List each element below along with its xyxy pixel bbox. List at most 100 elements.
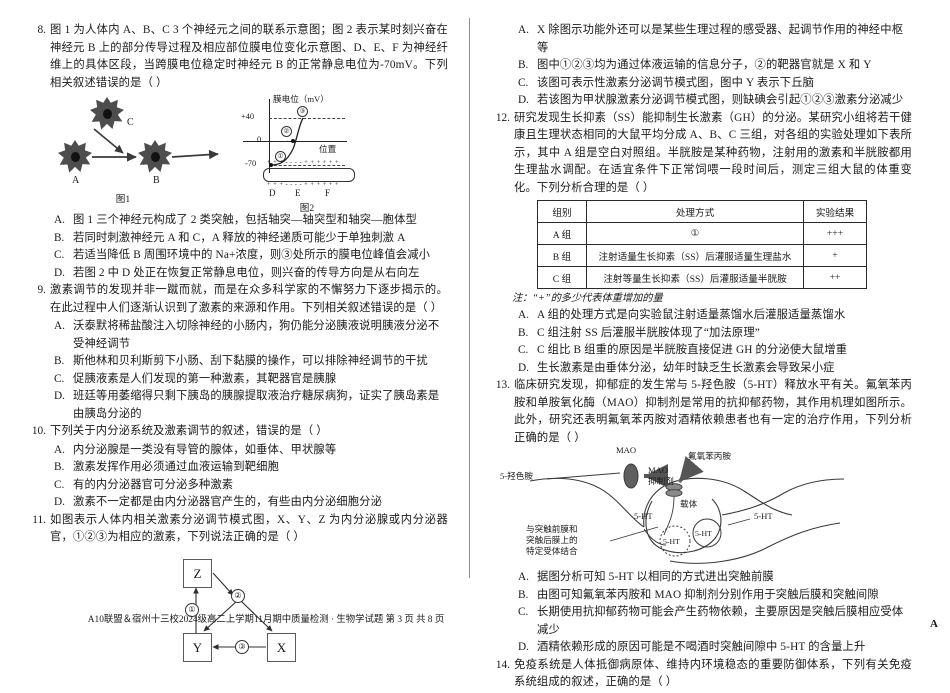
- table-row: C 组 注射等量生长抑素（SS）后灌服适量半胱胺 ++: [537, 266, 867, 289]
- question-12-option-a: A. A 组的处理方式是向实验鼠注射适量蒸馏水后灌服适量蒸馏水: [518, 307, 912, 325]
- question-9-number: 9.: [37, 284, 46, 296]
- option-key: B.: [54, 231, 65, 244]
- option-key: B.: [518, 59, 529, 71]
- neuron-a-label: A: [72, 175, 80, 186]
- option-key: B.: [54, 355, 65, 367]
- figure-2-segment-e: E: [295, 188, 301, 198]
- option-key: C.: [518, 76, 529, 89]
- option-text: C 组比 B 组重的原因是半胱胺直接促进 GH 的分泌使大鼠增重: [537, 344, 848, 356]
- question-10-number: 10.: [31, 425, 46, 437]
- option-key: D.: [54, 390, 65, 402]
- question-12-option-b: B. C 组注射 SS 后灌服半胱胺体现了“加法原理”: [518, 325, 912, 343]
- question-12-option-c: C. C 组比 B 组重的原因是半胱胺直接促进 GH 的分泌使大鼠增重: [518, 342, 912, 360]
- table-note: 注：“+”的多少代表体重增加的量: [512, 293, 663, 304]
- option-text: 有的内分泌器官可分泌多种激素: [73, 478, 234, 491]
- question-13-number: 13.: [495, 379, 510, 391]
- right-column: A. X 除图示功能外还可以是某些生理过程的感受器、起调节作用的神经中枢等 B.…: [492, 22, 912, 693]
- question-12: 12. 研究发现生长抑素（SS）能抑制生长激素（GH）的分泌。某研究小组将若干健…: [492, 110, 912, 198]
- question-11-option-d: D. 若该图为甲状腺激素分泌调节模式图，则缺碘会引起①②③激素分泌减少: [518, 92, 912, 110]
- exam-page: 8. 图 1 为人体内 A、B、C 3 个神经元之间的联系示意图；图 2 表示某…: [28, 18, 938, 688]
- synapse-diagram-svg: [529, 456, 845, 564]
- figure-2-gridline-plus40: [269, 118, 345, 119]
- question-9-option-c: C. 促胰液素是人们发现的第一种激素，其靶器官是胰腺: [54, 371, 448, 389]
- question-11-option-a: A. X 除图示功能外还可以是某些生理过程的感受器、起调节作用的神经中枢等: [518, 22, 912, 57]
- figure-2-point-2: [291, 139, 295, 143]
- edge-label-3: ③: [235, 639, 249, 654]
- node-y: Y: [183, 632, 212, 662]
- vesicle-label-right: 5-HT: [695, 529, 712, 538]
- neuron-c-label: C: [127, 117, 134, 128]
- table-cell-group: B 组: [537, 244, 587, 267]
- table-cell-result: ++: [803, 266, 867, 289]
- figure-2-marker-2: ②: [281, 126, 292, 137]
- receptor-binding-note: 与突触前膜和突触后膜上的特定受体结合: [526, 524, 578, 556]
- question-14-stem: 免疫系统是人体抵御病原体、维持内环境稳态的重要防御体系，下列有关免疫系统组成的叙…: [514, 658, 912, 689]
- option-key: C.: [54, 249, 65, 261]
- question-14-number: 14.: [495, 658, 510, 671]
- question-10: 10. 下列关于内分泌系统及激素调节的叙述，错误的是（ ）: [28, 423, 448, 441]
- question-9: 9. 激素调节的发现并非一蹴而就，而是在众多科学家的不懈努力下逐步揭示的。在此过…: [28, 282, 448, 317]
- figure-2: 膜电位（mV） 位置 +40 0 -70 ① ② ③ + + + - - - -…: [233, 94, 383, 214]
- option-key: A.: [54, 443, 65, 456]
- question-10-stem: 下列关于内分泌系统及激素调节的叙述，错误的是（ ）: [50, 425, 328, 437]
- figure-2-segment-d: D: [269, 188, 276, 198]
- mao-label: MAO: [616, 445, 637, 455]
- edge-label-2: ②: [231, 588, 245, 603]
- question-13: 13. 临床研究发现，抑郁症的发生常与 5-羟色胺（5-HT）释放水平有关。氟氧…: [492, 377, 912, 447]
- edge-label-1: ①: [185, 602, 199, 617]
- figure-2-point-1: [269, 163, 273, 167]
- question-14: 14. 免疫系统是人体抵御病原体、维持内环境稳态的重要防御体系，下列有关免疫系统…: [492, 657, 912, 692]
- carrier-label: 载体: [680, 499, 698, 509]
- figure-2-marker-1: ①: [275, 151, 286, 162]
- option-key: A.: [518, 309, 529, 321]
- option-key: A.: [54, 214, 65, 226]
- question-13-stem: 临床研究发现，抑郁症的发生常与 5-羟色胺（5-HT）释放水平有关。氟氧苯丙胺和…: [514, 379, 912, 444]
- figure-2-segment-f: F: [325, 188, 331, 198]
- question-8-stem: 图 1 为人体内 A、B、C 3 个神经元之间的联系示意图；图 2 表示某时刻兴…: [50, 24, 448, 89]
- option-key: A.: [54, 320, 65, 332]
- table-cell-treatment: ①: [586, 222, 804, 245]
- figure-2-charges-upper: + + + - - - - + + + + + +: [267, 159, 340, 166]
- question-8-option-b: B. 若同时刺激神经元 A 和 C，A 释放的神经递质可能少于单独刺激 A: [54, 230, 448, 248]
- vesicle-label-left: 5-HT: [663, 537, 680, 546]
- question-11-stem: 如图表示人体内相关激素分泌调节模式图，X、Y、Z 为内分泌腺或内分泌器官，①②③…: [50, 513, 448, 544]
- option-text: 若适当降低 B 周围环境中的 Na+浓度，则③处所示的膜电位峰值会减小: [73, 249, 431, 261]
- drug-label: 氟氧苯丙胺: [688, 451, 731, 461]
- question-11-option-c: C. 该图可表示性激素分泌调节模式图，图中 Y 表示下丘脑: [518, 75, 912, 93]
- option-key: B.: [518, 588, 529, 601]
- option-text: 据图分析可知 5-HT 以相同的方式进出突触前膜: [537, 571, 774, 583]
- table-cell-group: C 组: [537, 266, 587, 289]
- carrier-protein-icon: [665, 489, 683, 497]
- question-13-option-b: B. 由图可知氟氧苯丙胺和 MAO 抑制剂分别作用于突触后膜和突触间隙: [518, 587, 912, 605]
- column-divider: [469, 18, 470, 578]
- option-text: 若图 2 中 D 处正在恢复正常静息电位，则兴奋的传导方向是从右向左: [73, 266, 420, 279]
- option-text: 生长激素是由垂体分泌，幼年时缺乏生长激素会导致呆小症: [537, 361, 835, 374]
- mao-enzyme-icon: [623, 463, 639, 489]
- table-header-group: 组别: [537, 200, 587, 223]
- option-key: C.: [54, 372, 65, 385]
- table-header-row: 组别 处理方式 实验结果: [537, 200, 867, 223]
- option-text: 长期使用抗抑郁药物可能会产生药物依赖，主要原因是突触后膜相应受体减少: [537, 606, 904, 636]
- question-13-option-c: C. 长期使用抗抑郁药物可能会产生药物依赖，主要原因是突触后膜相应受体减少: [518, 604, 912, 639]
- question-9-option-d: D. 班廷等用萎缩得只剩下胰岛的胰腺提取液治疗糖尿病狗，证实了胰岛素是由胰岛分泌…: [54, 388, 448, 423]
- table-cell-treatment: 注射适量生长抑素（SS）后灌服适量生理盐水: [586, 244, 804, 267]
- option-text: 由图可知氟氧苯丙胺和 MAO 抑制剂分别作用于突触后膜和突触间隙: [537, 588, 879, 601]
- option-key: D.: [518, 94, 529, 106]
- node-z: Z: [183, 558, 212, 588]
- figure-2-curve: [270, 117, 304, 166]
- figure-2-y-axis: [269, 99, 270, 173]
- footer-left: A10联盟＆宿州十三校2024级高二上学期11月期中质量检测 · 生物学试题 第…: [87, 614, 445, 625]
- question-8: 8. 图 1 为人体内 A、B、C 3 个神经元之间的联系示意图；图 2 表示某…: [28, 22, 448, 92]
- option-text: 内分泌腺是一类没有导管的腺体，如垂体、甲状腺等: [73, 443, 337, 456]
- serotonin-label: 5-羟色胺: [500, 471, 533, 481]
- option-key: D.: [518, 361, 529, 374]
- option-key: A.: [518, 571, 529, 583]
- question-8-option-a: A. 图 1 三个神经元构成了 2 类突触，包括轴突—轴突型和轴突—胞体型: [54, 212, 448, 230]
- question-11-number: 11.: [32, 513, 46, 526]
- question-9-stem: 激素调节的发现并非一蹴而就，而是在众多科学家的不懈努力下逐步揭示的。在此过程中人…: [50, 284, 448, 314]
- option-key: C.: [518, 344, 529, 356]
- option-key: D.: [518, 641, 529, 653]
- table-cell-group: A 组: [537, 222, 587, 245]
- question-13-option-d: D. 酒精依赖形成的原因可能是不喝酒时突触间隙中 5-HT 的含量上升: [518, 639, 912, 657]
